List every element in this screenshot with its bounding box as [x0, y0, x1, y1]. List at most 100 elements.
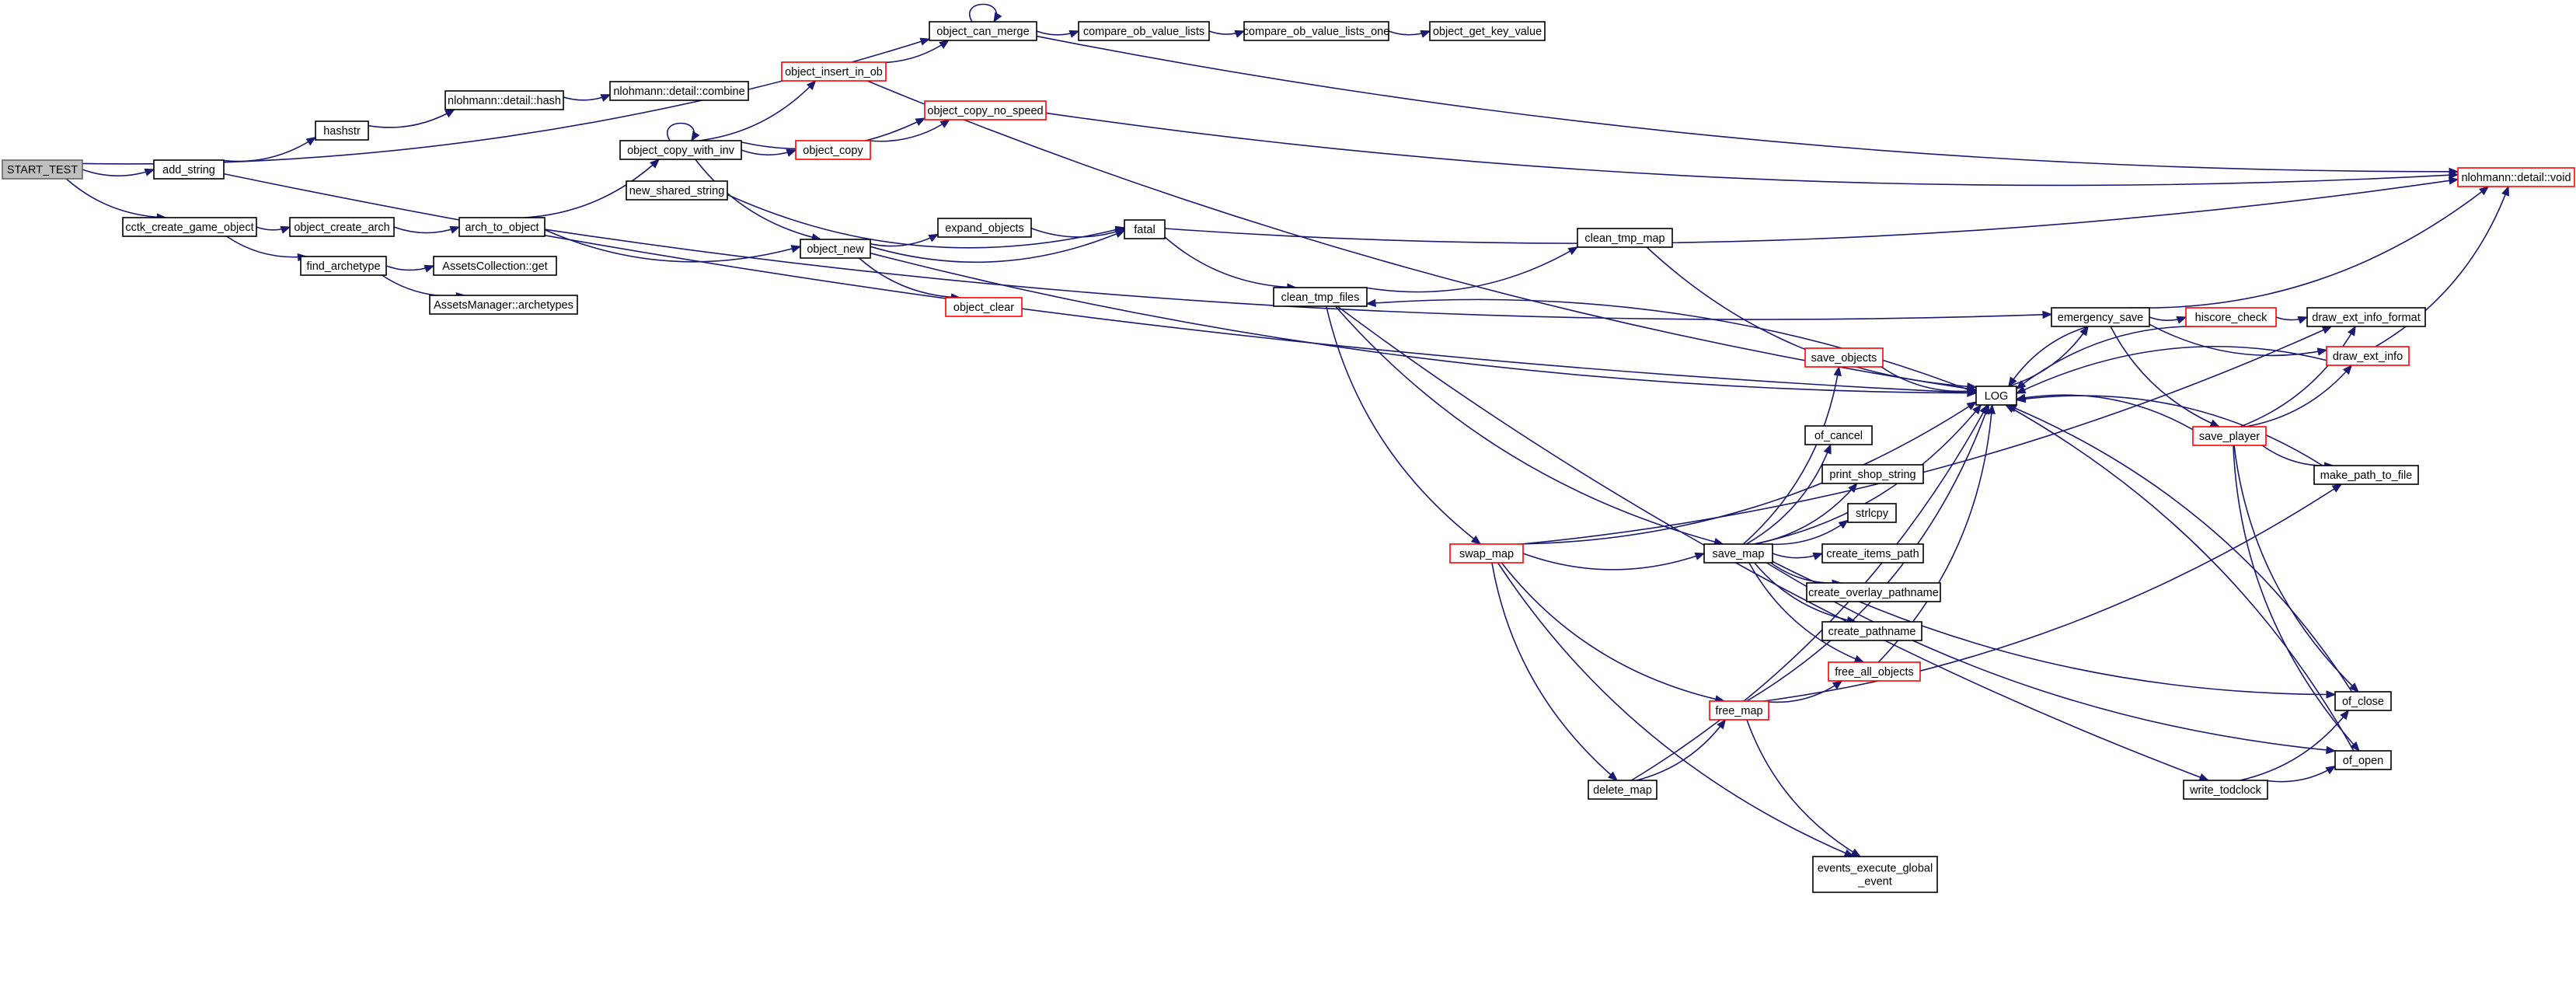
- node-of_cancel[interactable]: of_cancel: [1804, 425, 1873, 445]
- node-label: of_cancel: [1814, 430, 1863, 442]
- edge-compare_ob_value_lists-to-compare_ob_value_lists_one: [1208, 30, 1246, 38]
- node-delete_map[interactable]: delete_map: [1588, 780, 1657, 800]
- node-label: new_shared_string: [629, 185, 725, 197]
- node-object_copy_with_inv[interactable]: object_copy_with_inv: [619, 140, 742, 160]
- node-find_archetype[interactable]: find_archetype: [300, 256, 387, 276]
- node-object_copy[interactable]: object_copy: [795, 140, 871, 160]
- edge-object_copy-to-object_copy_no_speed: [869, 119, 950, 142]
- node-label: of_open: [2343, 755, 2383, 767]
- node-nlohmann_detail_hash[interactable]: nlohmann::detail::hash: [444, 90, 564, 110]
- edge-line: [699, 80, 817, 141]
- edge-arrowhead: [2501, 185, 2509, 197]
- edges-layer: [65, 3, 2509, 857]
- edge-arrowhead: [939, 119, 950, 128]
- edge-arrowhead: [2449, 171, 2459, 180]
- node-draw_ext_info[interactable]: draw_ext_info: [2326, 346, 2410, 366]
- node-compare_ob_value_lists[interactable]: compare_ob_value_lists: [1078, 21, 1210, 41]
- node-expand_objects[interactable]: expand_objects: [937, 218, 1032, 238]
- node-write_todclock[interactable]: write_todclock: [2183, 780, 2268, 800]
- node-draw_ext_info_format[interactable]: draw_ext_info_format: [2306, 307, 2426, 327]
- edge-line: [223, 173, 1977, 394]
- node-of_close[interactable]: of_close: [2334, 691, 2392, 711]
- node-emergency_save[interactable]: emergency_save: [2051, 307, 2150, 327]
- edge-of_open-to-log: [2004, 404, 2355, 752]
- node-compare_ob_value_lists_one[interactable]: compare_ob_value_lists_one: [1243, 21, 1390, 41]
- node-label: make_path_to_file: [2320, 469, 2413, 482]
- edge-line: [544, 229, 801, 263]
- node-make_path_to_file[interactable]: make_path_to_file: [2313, 465, 2419, 485]
- node-events_execute_global_event[interactable]: events_execute_global_event: [1812, 856, 1938, 893]
- edge-find_archetype-to-assetscollection_get: [385, 264, 435, 273]
- edge-arrowhead: [2198, 773, 2210, 781]
- node-box: [1124, 219, 1166, 239]
- edge-arrowhead: [280, 225, 291, 234]
- node-box: [2334, 750, 2392, 770]
- node-save_map[interactable]: save_map: [1703, 543, 1773, 564]
- node-nlohmann_detail_combine[interactable]: nlohmann::detail::combine: [609, 81, 749, 101]
- node-box: [1975, 386, 2017, 406]
- node-object_can_merge[interactable]: object_can_merge: [929, 21, 1037, 41]
- node-label: free_map: [1715, 705, 1762, 717]
- node-hashstr[interactable]: hashstr: [315, 120, 369, 141]
- node-label: nlohmann::detail::void: [2461, 172, 2571, 184]
- node-add_string[interactable]: add_string: [153, 159, 225, 180]
- node-object_create_arch[interactable]: object_create_arch: [289, 217, 395, 237]
- node-label: compare_ob_value_lists: [1083, 26, 1204, 38]
- node-label: swap_map: [1459, 548, 1514, 560]
- node-save_player[interactable]: save_player: [2192, 426, 2267, 446]
- node-object_get_key_value[interactable]: object_get_key_value: [1429, 21, 1546, 41]
- edge-line: [2261, 445, 2334, 467]
- node-strlcpy[interactable]: strlcpy: [1847, 503, 1897, 523]
- edge-line: [2016, 394, 2194, 431]
- edge-object_copy_with_inv-to-object_insert_in_ob: [699, 80, 817, 141]
- node-label: compare_ob_value_lists_one: [1243, 26, 1390, 38]
- node-fatal[interactable]: fatal: [1124, 219, 1166, 239]
- edge-object_new-to-log: [870, 252, 1978, 397]
- edge-hiscore_check-to-draw_ext_info_format: [2275, 316, 2309, 324]
- edge-line: [868, 40, 950, 64]
- node-clean_tmp_map[interactable]: clean_tmp_map: [1577, 228, 1673, 248]
- node-object_clear[interactable]: object_clear: [945, 297, 1023, 317]
- edge-start_test-to-cctk_create_game_object: [65, 178, 167, 222]
- node-log[interactable]: LOG: [1975, 386, 2017, 406]
- node-clean_tmp_files[interactable]: clean_tmp_files: [1273, 287, 1368, 307]
- node-nlohmann_detail_void[interactable]: nlohmann::detail::void: [2457, 167, 2575, 187]
- edge-line: [1763, 483, 2342, 702]
- edge-save_map-to-create_items_path: [1772, 552, 1824, 560]
- edge-arrowhead: [1068, 30, 1080, 38]
- node-swap_map[interactable]: swap_map: [1449, 543, 1524, 564]
- node-box: [1821, 621, 1922, 641]
- edge-line: [1497, 562, 1854, 857]
- node-object_copy_no_speed[interactable]: object_copy_no_speed: [924, 100, 1047, 120]
- node-new_shared_string[interactable]: new_shared_string: [626, 180, 728, 201]
- node-create_items_path[interactable]: create_items_path: [1821, 543, 1924, 564]
- edge-line: [82, 169, 155, 177]
- node-hiscore_check[interactable]: hiscore_check: [2185, 307, 2277, 327]
- node-arch_to_object[interactable]: arch_to_object: [458, 217, 546, 237]
- node-create_overlay_pathname[interactable]: create_overlay_pathname: [1806, 582, 1941, 602]
- edge-arrowhead: [2042, 310, 2053, 319]
- node-save_objects[interactable]: save_objects: [1804, 347, 1884, 368]
- node-print_shop_string[interactable]: print_shop_string: [1821, 464, 1924, 484]
- edge-add_string-to-log: [223, 173, 1978, 397]
- node-of_open[interactable]: of_open: [2334, 750, 2392, 770]
- node-free_all_objects[interactable]: free_all_objects: [1828, 661, 1921, 682]
- node-label: strlcpy: [1856, 508, 1889, 520]
- node-cctk_create_game_object[interactable]: cctk_create_game_object: [122, 217, 257, 237]
- node-label: object_copy_with_inv: [627, 145, 735, 157]
- edge-line: [1366, 246, 1578, 293]
- edge-arrowhead: [424, 264, 435, 273]
- edge-cctk_create_game_object-to-object_create_arch: [256, 225, 291, 234]
- node-assetsmanager_archetypes[interactable]: AssetsManager::archetypes: [429, 295, 578, 315]
- node-assetscollection_get[interactable]: AssetsCollection::get: [433, 256, 557, 276]
- edge-line: [2245, 365, 2352, 427]
- edge-line: [1030, 227, 1125, 238]
- node-free_map[interactable]: free_map: [1709, 700, 1769, 721]
- edge-line: [2233, 445, 2360, 752]
- edge-arrowhead: [915, 117, 926, 127]
- node-object_new[interactable]: object_new: [800, 239, 871, 259]
- node-object_insert_in_ob[interactable]: object_insert_in_ob: [781, 61, 887, 82]
- edge-arrowhead: [2350, 741, 2360, 752]
- node-create_pathname[interactable]: create_pathname: [1821, 621, 1922, 641]
- edge-object_can_merge-to-nlohmann_detail_void: [1036, 35, 2459, 176]
